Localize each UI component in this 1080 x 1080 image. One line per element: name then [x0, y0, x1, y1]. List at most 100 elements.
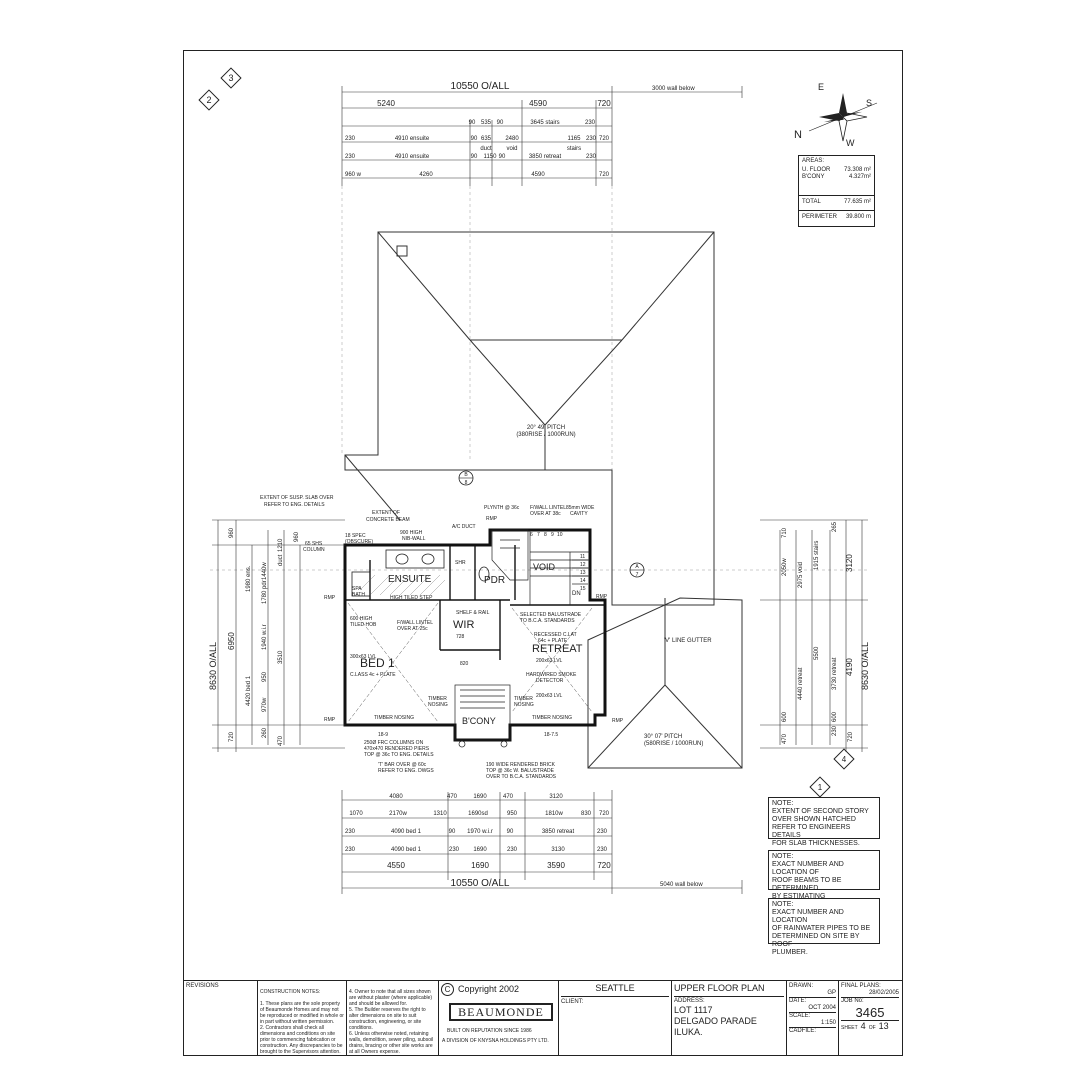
top-dim-230a: 230 — [585, 120, 596, 126]
right-overall-dim: 8630 O/ALL — [860, 642, 870, 690]
compass-n: N — [794, 129, 802, 141]
bottom-dim-3120: 3120 — [549, 794, 563, 800]
room-ensuite: ENSUITE — [388, 574, 432, 585]
bottom-dim-1690: 1690 — [473, 794, 487, 800]
top-dim-duct: duct — [480, 146, 492, 152]
top-dim-5240: 5240 — [377, 99, 395, 108]
rmp-left: RMP — [324, 595, 336, 601]
top-dim-230c: 230 — [586, 136, 597, 142]
top-dim-230b: 230 — [345, 136, 356, 142]
drawn-value: GP — [827, 990, 836, 996]
note-susp-slab: EXTENT OF SUSP. SLAB OVER — [260, 495, 334, 501]
top-dim-90d: 90 — [471, 154, 478, 160]
note-nib-wall: 900 HIGH — [400, 530, 423, 536]
bottom-dim-950: 950 — [507, 811, 518, 817]
stairs-down-label: DN — [572, 591, 581, 597]
note-smoke: HARDWIRED SMOKE — [526, 672, 577, 678]
address-cell: UPPER FLOOR PLAN ADDRESS: LOT 1117 DELGA… — [672, 981, 787, 1055]
section-marker-8-num: 8 — [465, 480, 468, 486]
bottom-dim-1810w: 1810w — [545, 811, 563, 817]
note-spec-obscure-2: (OBSCURE) — [345, 539, 373, 545]
address-line-1: LOT 1117 — [674, 1005, 713, 1015]
top-dim-720b: 720 — [599, 136, 610, 142]
areas-table: AREAS: U. FLOOR 73.308 m² B'CONY 4.327m²… — [798, 155, 875, 227]
note-timber-2: TIMBER — [428, 696, 447, 702]
note-tiled-hob-2: TILED HOB — [350, 622, 377, 628]
bottom-dimensions — [341, 790, 743, 894]
area-label: U. FLOOR — [802, 167, 831, 173]
revisions-cell: REVISIONS — [184, 981, 258, 1055]
area-value: 77.635 m² — [843, 199, 871, 205]
right-dim-4440: 4440 retreat — [798, 667, 804, 700]
section-marker-2-label: 2 — [206, 95, 211, 105]
north-arrow-icon — [808, 93, 878, 142]
note-recessed-clat-2: 64c + PLATE — [538, 638, 568, 644]
vanity-basins — [351, 549, 490, 597]
right-dim-470: 470 — [782, 733, 788, 744]
note-cavity: 85mm WIDE — [566, 505, 595, 511]
sheet-of-label: OF — [868, 1025, 876, 1031]
note-frc-columns: 250Ø FRC COLUMNS ON — [364, 740, 424, 746]
note-lintel-bed: F/WALL LINTEL — [397, 620, 433, 626]
note-susp-slab-2: REFER TO ENG. DETAILS — [264, 502, 325, 508]
construction-notes-2: 4. Owner to note that all sizes shown ar… — [349, 989, 434, 1055]
left-dim-duct: duct — [278, 554, 284, 566]
top-dim-retreat: 3850 retreat — [529, 154, 562, 160]
bottom-dim-470b: 470 — [503, 794, 514, 800]
top-dim-stairs: 3645 stairs — [530, 120, 559, 126]
stair-number: 14 — [580, 578, 586, 584]
note-lvl-200b: 200x63 LVL — [536, 693, 563, 699]
right-dim-void: 2975 void — [798, 562, 804, 588]
bottom-dim-90b: 90 — [507, 829, 514, 835]
room-bed1: BED 1 — [360, 656, 395, 670]
bottom-dim-1310: 1310 — [433, 811, 447, 817]
note-tbar-2: REFER TO ENG. DWGS — [378, 768, 434, 774]
top-dim-void: void — [506, 146, 517, 152]
note-roof-beams: NOTE: EXACT NUMBER AND LOCATION OF ROOF … — [768, 850, 880, 908]
compass-s: S — [866, 98, 872, 108]
bottom-dim-bed1b: 4090 bed 1 — [391, 847, 422, 853]
brand-tagline: BUILT ON REPUTATION SINCE 1986 — [447, 1028, 532, 1034]
design-cell: SEATTLE CLIENT: — [559, 981, 672, 1055]
top-dim-720: 720 — [597, 99, 611, 108]
stair-number: 10 — [557, 532, 563, 538]
stair-number: 12 — [580, 562, 586, 568]
bottom-dim-retreat: 3850 retreat — [542, 829, 575, 835]
right-dim-2050w: 2050w — [782, 558, 788, 576]
bottom-dim-230f: 230 — [597, 847, 608, 853]
note-820: 820 — [460, 661, 469, 667]
date-value: OCT 2004 — [808, 1005, 836, 1011]
left-dim-6950: 6950 — [227, 632, 236, 650]
bottom-dim-3590: 3590 — [547, 861, 565, 870]
note-ac-duct: A/C DUCT — [452, 524, 476, 530]
area-label: B'CONY — [802, 174, 825, 180]
note-concrete-beam: EXTENT OF — [372, 510, 400, 516]
note-timber-1: TIMBER NOSING — [374, 715, 414, 721]
title-block: REVISIONS CONSTRUCTION NOTES: 1. These p… — [183, 980, 903, 1056]
revisions-label: REVISIONS — [186, 983, 219, 989]
sheet-number: 4 — [860, 1021, 866, 1031]
grid-lines — [210, 186, 870, 600]
right-dim-710: 710 — [782, 527, 788, 538]
note-lintel-bed-2: OVER AT 25c — [397, 626, 428, 632]
rmp-bottom-left: RMP — [324, 717, 336, 723]
stair-number: 11 — [580, 554, 585, 560]
left-dim-720: 720 — [229, 731, 235, 742]
wet-area-hatch — [359, 574, 446, 596]
top-dim-4590b: 4590 — [531, 172, 545, 178]
copyright-text: Copyright 2002 — [458, 984, 520, 994]
right-dim-265: 265 — [832, 521, 838, 532]
top-dim-90c: 90 — [471, 136, 478, 142]
top-dim-ensuite-b: 4910 ensuite — [395, 154, 430, 160]
room-bcony: B'CONY — [462, 716, 496, 726]
sheet-label: SHEET — [841, 1025, 858, 1031]
left-dim-960: 960 — [229, 527, 235, 538]
stair-number: 7 — [537, 532, 540, 538]
bottom-dim-3130: 3130 — [551, 847, 565, 853]
copyright-cell: C Copyright 2002 BUILT ON REPUTATION SIN… — [439, 981, 559, 1055]
room-retreat: RETREAT — [532, 643, 583, 655]
bottom-dim-230b: 230 — [597, 829, 608, 835]
final-plans-value: 28/02/2005 — [868, 990, 899, 996]
internal-walls — [345, 545, 605, 660]
shower-label: SHR — [455, 560, 466, 566]
